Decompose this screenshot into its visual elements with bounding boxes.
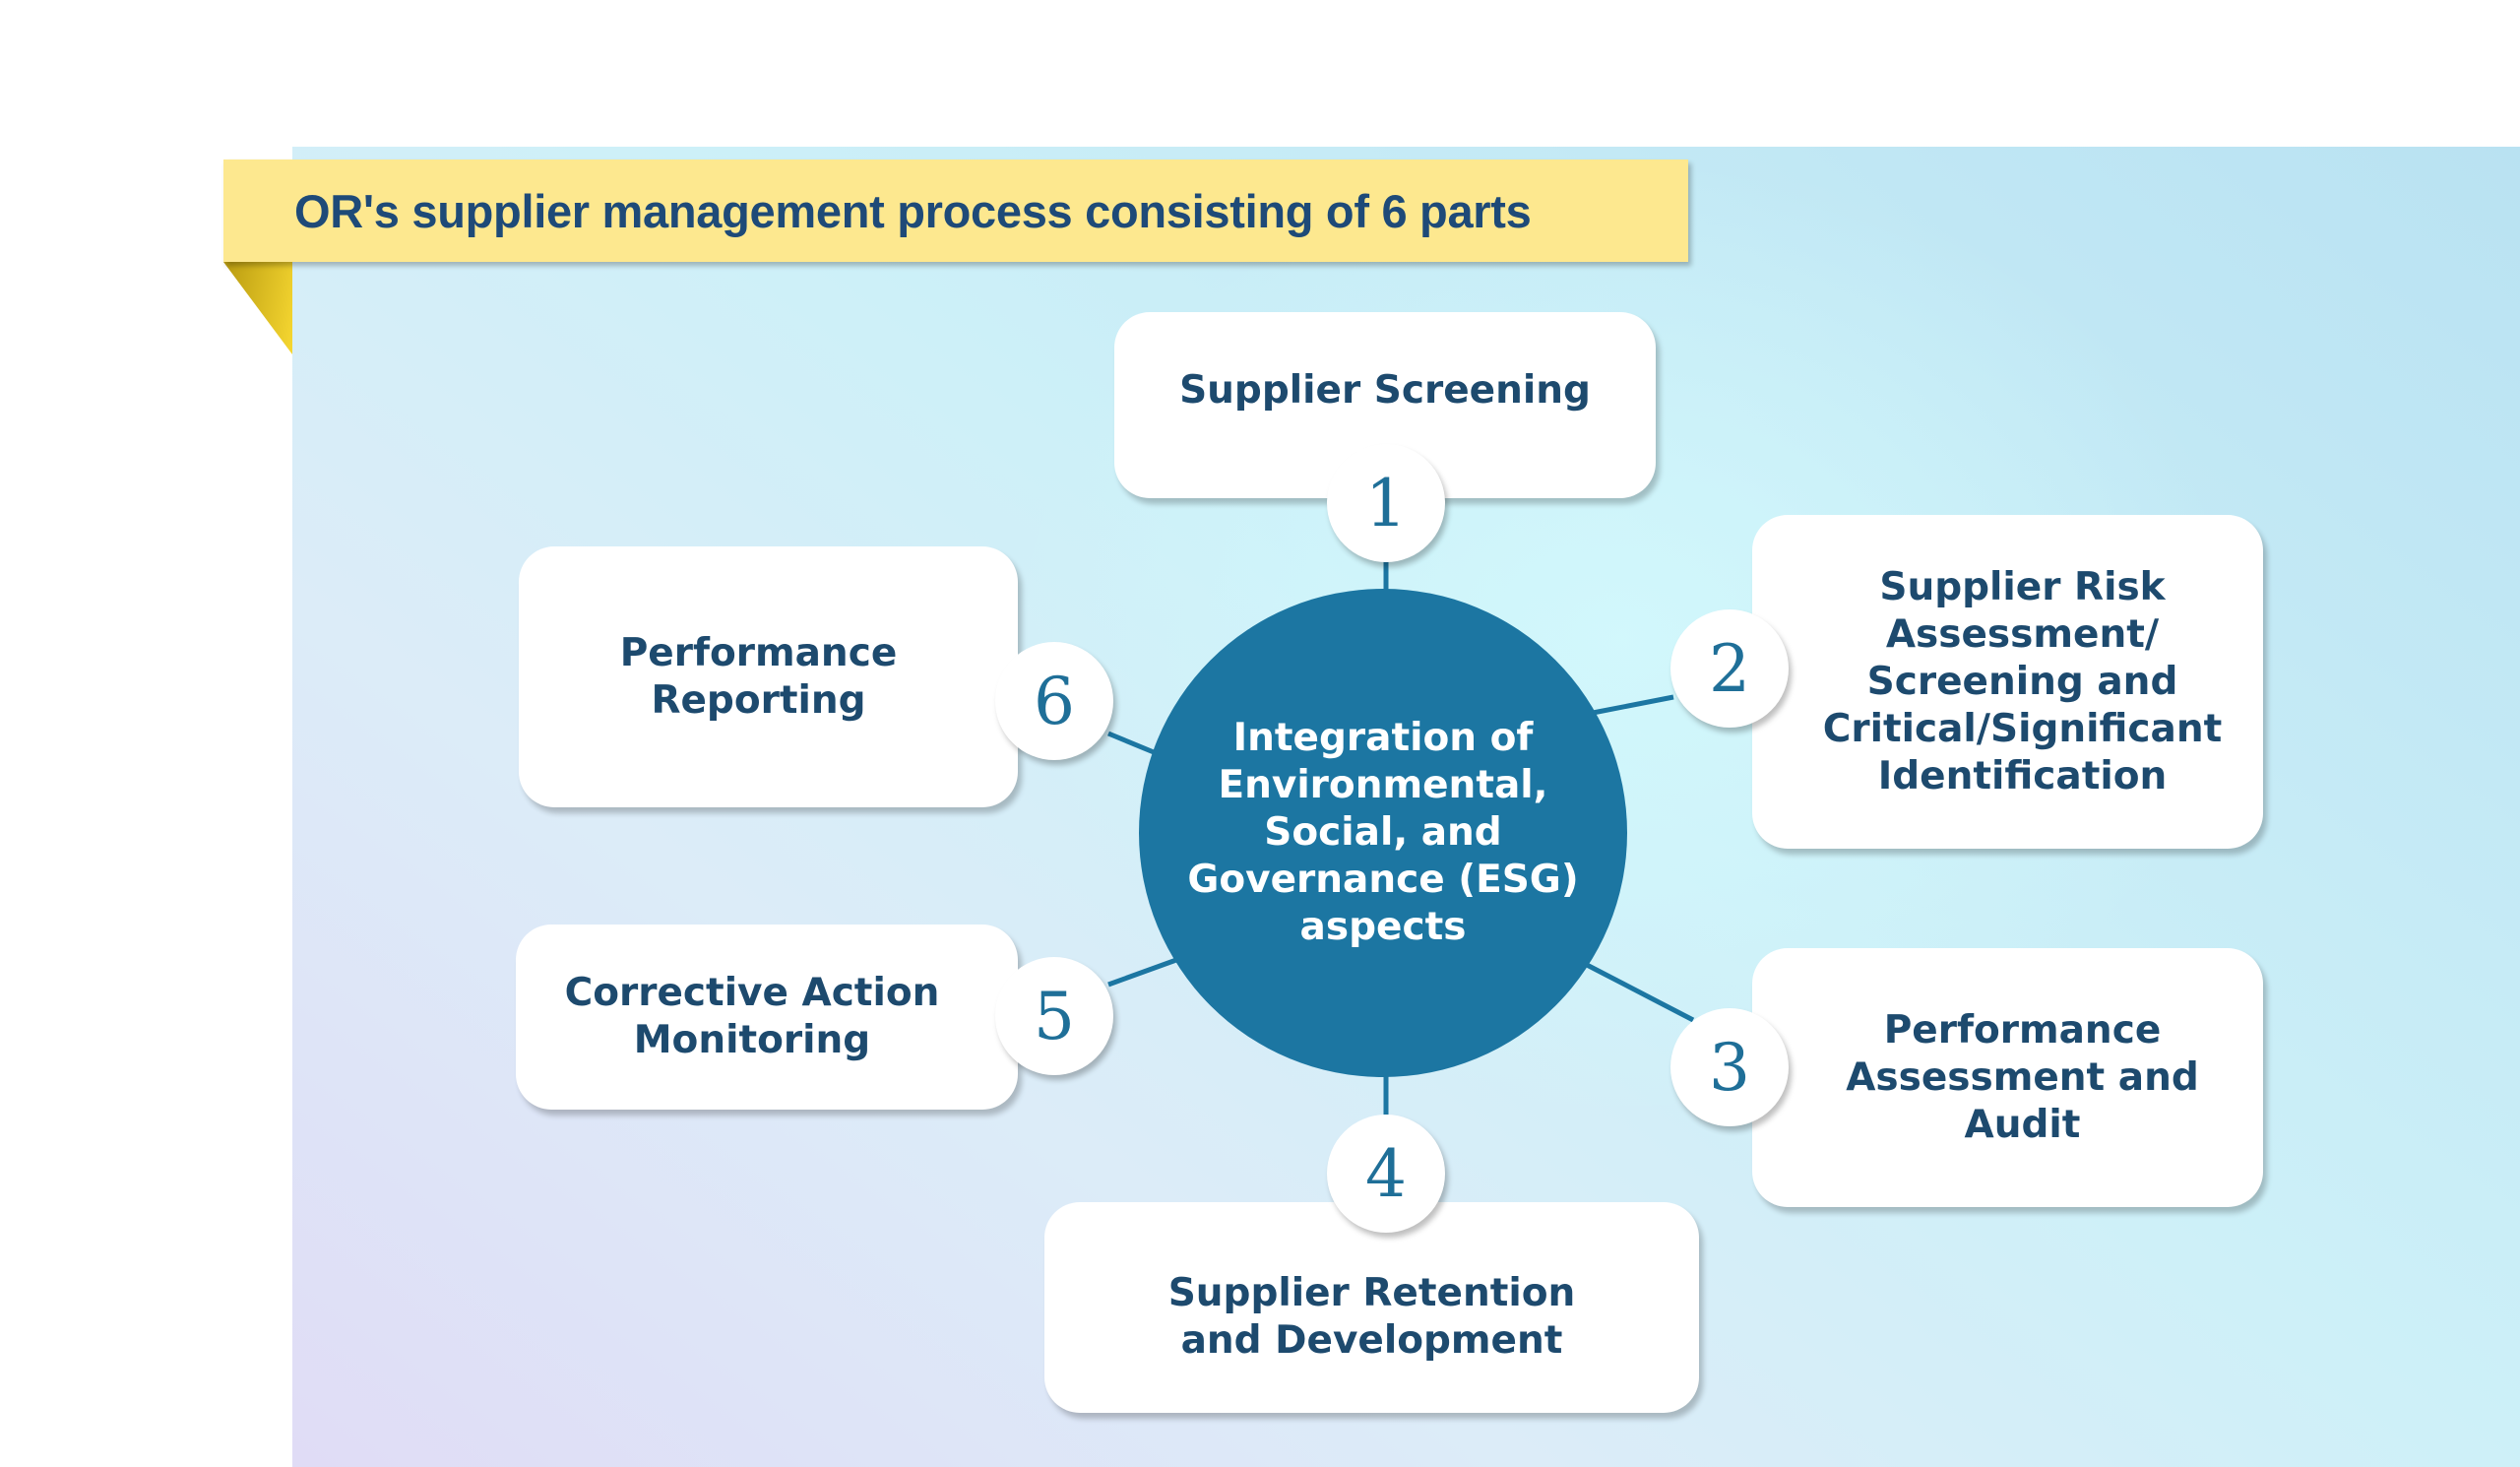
step-label-6: Performance Reporting xyxy=(619,630,898,723)
step-number-3: 3 xyxy=(1670,1008,1789,1126)
connector-3 xyxy=(1585,962,1695,1023)
step-label-2: Supplier Risk Assessment/ Screening and … xyxy=(1822,564,2223,798)
step-box-1: Supplier Screening xyxy=(1114,312,1656,498)
step-number-6: 6 xyxy=(995,642,1113,760)
hub-label: Integration of Environmental, Social, an… xyxy=(1187,716,1579,949)
step-label-1: Supplier Screening xyxy=(1179,367,1591,413)
step-label-4: Supplier Retention and Development xyxy=(1167,1271,1576,1363)
step-box-6: Performance Reporting xyxy=(519,546,1018,807)
esg-hub-circle: Integration of Environmental, Social, an… xyxy=(1139,589,1627,1077)
step-box-5: Corrective Action Monitoring xyxy=(516,925,1018,1110)
step-box-3: Performance Assessment and Audit xyxy=(1752,948,2263,1207)
step-number-4: 4 xyxy=(1327,1115,1445,1233)
connector-2 xyxy=(1592,694,1674,716)
page-title: OR's supplier management process consist… xyxy=(294,184,1532,237)
step-number-2: 2 xyxy=(1670,609,1789,728)
step-box-4: Supplier Retention and Development xyxy=(1044,1202,1699,1413)
connector-5 xyxy=(1107,957,1177,988)
step-label-3: Performance Assessment and Audit xyxy=(1846,1007,2199,1147)
step-label-5: Corrective Action Monitoring xyxy=(564,971,940,1062)
step-number-5: 5 xyxy=(995,957,1113,1075)
step-box-2: Supplier Risk Assessment/ Screening and … xyxy=(1752,515,2263,849)
connector-6 xyxy=(1107,731,1155,755)
step-number-1: 1 xyxy=(1327,444,1445,562)
title-banner: OR's supplier management process consist… xyxy=(223,159,1688,262)
